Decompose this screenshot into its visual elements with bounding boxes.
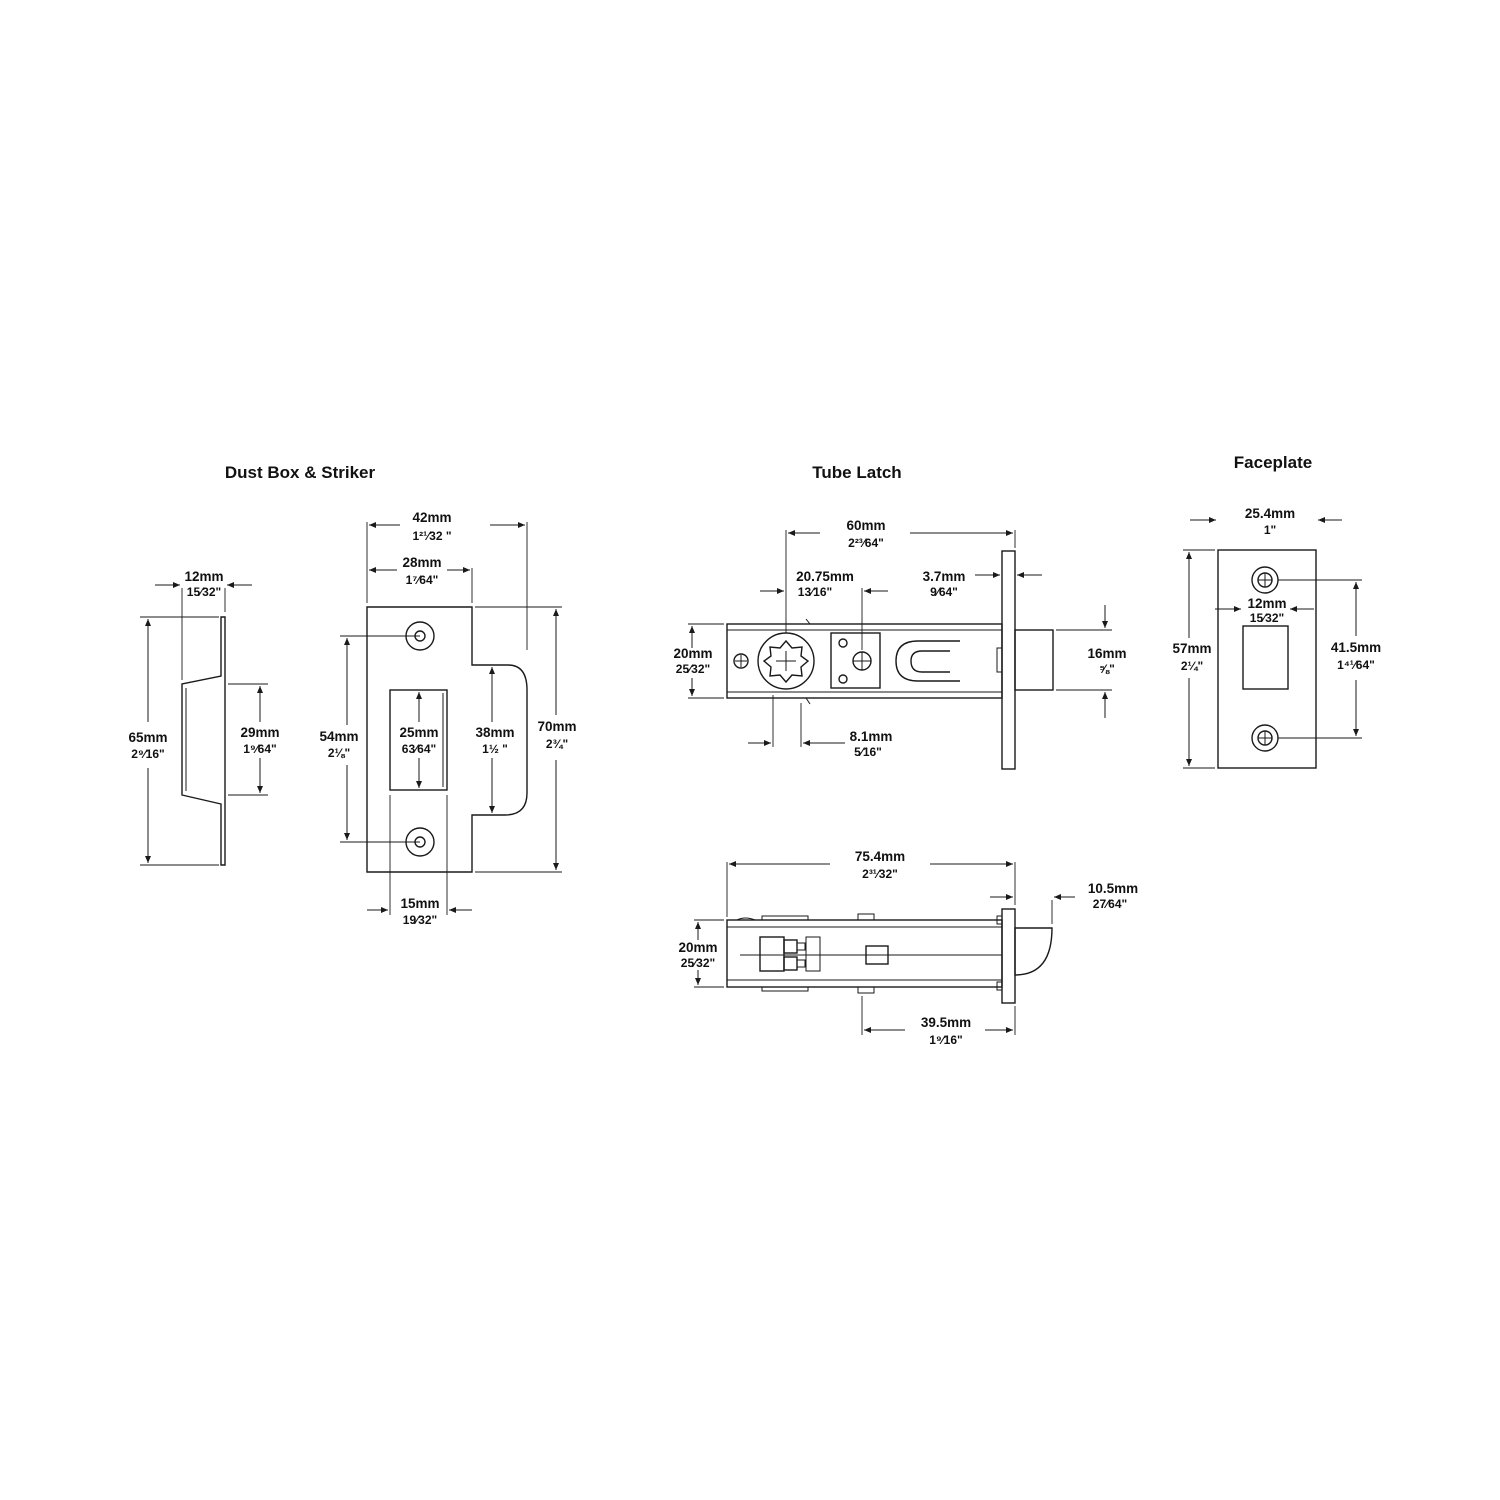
dim-dust-height: 65mm 2⁹⁄16"	[128, 616, 219, 866]
dim-label-striker-slot-mm: 25mm	[399, 725, 438, 740]
dim-face-height: 57mm 2¼"	[1172, 549, 1215, 769]
dim-label-latch-length-inch: 2³¹⁄32"	[862, 867, 898, 881]
dim-label-face-width-inch: 1"	[1264, 523, 1276, 537]
dim-label-striker-holes-mm: 54mm	[319, 729, 358, 744]
dim-label-latch-length-mm: 75.4mm	[855, 849, 905, 864]
dim-face-slot: 12mm 15⁄32"	[1215, 596, 1314, 625]
dim-label-latch-side-tube-mm: 20mm	[678, 940, 717, 955]
dim-label-face-width-mm: 25.4mm	[1245, 506, 1295, 521]
dim-label-latch-tube-mm: 20mm	[673, 646, 712, 661]
title-dust-box-striker: Dust Box & Striker	[225, 463, 376, 482]
dim-label-dust-box-mm: 29mm	[240, 725, 279, 740]
dim-striker-slotpos: 15mm 19⁄32"	[367, 795, 472, 927]
dim-latch-hub: 8.1mm 5⁄16"	[748, 695, 892, 759]
dim-latch-spindle: 20.75mm 13⁄16"	[760, 569, 888, 650]
dim-latch-side-tube: 20mm 25⁄32"	[678, 919, 724, 988]
dim-latch-length: 75.4mm 2³¹⁄32"	[726, 849, 1016, 917]
dim-striker-holes: 54mm 2⅛"	[319, 635, 420, 843]
dim-label-latch-tube-inch: 25⁄32"	[676, 662, 710, 676]
dim-label-striker-slot-inch: 63⁄64"	[402, 742, 436, 756]
dim-label-latch-backset-inch: 2²³⁄64"	[848, 536, 884, 550]
dim-label-latch-backset-mm: 60mm	[846, 518, 885, 533]
dim-label-latch-spindle-mm: 20.75mm	[796, 569, 854, 584]
title-tube-latch: Tube Latch	[812, 463, 901, 482]
dim-label-striker-width-mm: 42mm	[412, 510, 451, 525]
dim-latch-backset: 60mm 2²³⁄64"	[785, 518, 1016, 633]
dim-label-latch-spindle-inch: 13⁄16"	[798, 585, 832, 599]
dim-label-latch-bolt-len-mm: 39.5mm	[921, 1015, 971, 1030]
dim-label-striker-holes-inch: 2⅛"	[328, 746, 350, 760]
dim-latch-tube: 20mm 25⁄32"	[673, 623, 724, 699]
dim-label-latch-hub-inch: 5⁄16"	[854, 745, 882, 759]
dim-striker-plate: 28mm 1⁷⁄64"	[369, 555, 473, 603]
dim-label-face-height-inch: 2¼"	[1181, 659, 1203, 673]
dim-label-latch-bolt-mm: 16mm	[1087, 646, 1126, 661]
dim-label-striker-slotpos-mm: 15mm	[400, 896, 439, 911]
title-faceplate: Faceplate	[1234, 453, 1312, 472]
dim-label-dust-width-mm: 12mm	[184, 569, 223, 584]
dim-label-face-slot-mm: 12mm	[1247, 596, 1286, 611]
dim-dust-width: 12mm 15⁄32"	[155, 569, 252, 680]
dim-label-striker-height-inch: 2¾"	[546, 737, 568, 751]
dim-label-striker-width-inch: 1²¹⁄32 "	[412, 529, 451, 543]
tube-latch-side-drawing	[726, 908, 1053, 1004]
faceplate-drawing	[1217, 549, 1317, 769]
dim-striker-slot: 25mm 63⁄64"	[399, 692, 439, 788]
dust-box-drawing	[181, 616, 226, 866]
dim-label-face-slot-inch: 15⁄32"	[1250, 611, 1284, 625]
dim-label-striker-plate-mm: 28mm	[402, 555, 441, 570]
dim-label-striker-lip-inch: 1½ "	[482, 742, 508, 756]
dim-latch-bolt-len: 39.5mm 1⁹⁄16"	[861, 996, 1016, 1047]
dim-label-striker-height-mm: 70mm	[537, 719, 576, 734]
dim-striker-height: 70mm 2¾"	[475, 606, 577, 873]
tube-latch-top-drawing	[726, 550, 1054, 770]
dim-label-latch-throw-inch: 27⁄64"	[1093, 897, 1127, 911]
dim-striker-width: 42mm 1²¹⁄32 "	[366, 510, 528, 650]
dim-label-dust-width-inch: 15⁄32"	[187, 585, 221, 599]
dim-dust-box: 29mm 1⁹⁄64"	[228, 683, 280, 796]
dim-label-striker-slotpos-inch: 19⁄32"	[403, 913, 437, 927]
dim-latch-bolt: 16mm ⅝"	[1056, 605, 1127, 718]
dim-label-latch-face-mm: 3.7mm	[923, 569, 966, 584]
dim-latch-face: 3.7mm 9⁄64"	[923, 569, 1042, 599]
dim-label-latch-bolt-inch: ⅝"	[1099, 662, 1115, 676]
dim-label-dust-box-inch: 1⁹⁄64"	[243, 742, 276, 756]
dim-label-face-height-mm: 57mm	[1172, 641, 1211, 656]
dim-label-latch-side-tube-inch: 25⁄32"	[681, 956, 715, 970]
dim-label-face-holes-mm: 41.5mm	[1331, 640, 1381, 655]
dim-striker-lip: 38mm 1½ "	[475, 667, 515, 813]
dim-label-latch-bolt-len-inch: 1⁹⁄16"	[929, 1033, 962, 1047]
dim-label-striker-lip-mm: 38mm	[475, 725, 514, 740]
dim-label-face-holes-inch: 1⁴¹⁄64"	[1337, 658, 1375, 672]
dim-face-holes: 41.5mm 1⁴¹⁄64"	[1278, 579, 1381, 739]
dim-label-striker-plate-inch: 1⁷⁄64"	[406, 573, 439, 587]
dim-face-width: 25.4mm 1"	[1190, 506, 1342, 537]
dim-label-latch-face-inch: 9⁄64"	[930, 585, 958, 599]
dim-label-latch-throw-mm: 10.5mm	[1088, 881, 1138, 896]
dim-latch-throw: 10.5mm 27⁄64"	[990, 881, 1138, 924]
dim-label-dust-height-inch: 2⁹⁄16"	[131, 747, 164, 761]
dim-label-dust-height-mm: 65mm	[128, 730, 167, 745]
dim-label-latch-hub-mm: 8.1mm	[850, 729, 893, 744]
